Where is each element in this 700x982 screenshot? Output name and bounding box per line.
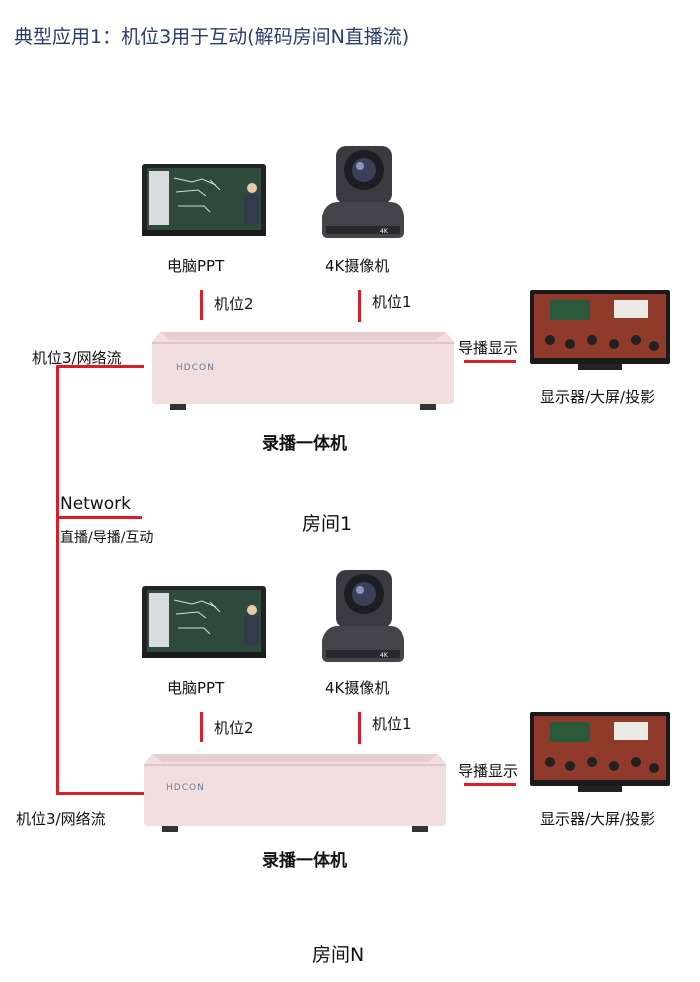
camera-label: 4K摄像机 [325, 257, 390, 275]
output-connector [464, 360, 516, 363]
camera-brand: 4K [380, 652, 389, 659]
recorder-label: 录播一体机 [262, 434, 347, 454]
output-label: 导播显示 [458, 339, 519, 357]
pos2-label: 机位2 [214, 719, 254, 737]
recorder-device-icon [144, 754, 446, 832]
network-line [56, 366, 59, 794]
display-monitor-icon [530, 290, 670, 370]
pc-label: 电脑PPT [167, 257, 225, 275]
network-branch-middle [56, 516, 142, 519]
network-sublabel: 直播/导播/互动 [60, 530, 154, 546]
network-label: Network [60, 494, 131, 514]
pos3-label: 机位3/网络流 [32, 349, 122, 367]
pos1-connector [358, 290, 361, 322]
room-name: 房间N [312, 944, 365, 966]
pos2-connector [200, 712, 203, 742]
network-branch-top [56, 365, 144, 368]
recorder-label: 录播一体机 [262, 851, 347, 871]
camera-label: 4K摄像机 [325, 679, 390, 697]
pos1-connector [358, 712, 361, 744]
display-label: 显示器/大屏/投影 [540, 388, 656, 406]
pc-label: 电脑PPT [167, 679, 225, 697]
pos2-label: 机位2 [214, 295, 254, 313]
output-connector [464, 783, 516, 786]
pc-screen-icon [142, 164, 266, 236]
room-name: 房间1 [302, 513, 353, 535]
ptz-camera-icon: 4K [322, 570, 404, 662]
recorder-brand: HDCON [176, 363, 215, 373]
pos1-label: 机位1 [372, 293, 412, 311]
network-branch-bottom [56, 792, 146, 795]
pos1-label: 机位1 [372, 715, 412, 733]
display-monitor-icon [530, 712, 670, 792]
page-title: 典型应用1：机位3用于互动(解码房间N直播流) [14, 26, 410, 48]
recorder-device-icon [152, 332, 454, 410]
pc-screen-icon [142, 586, 266, 658]
display-label: 显示器/大屏/投影 [540, 810, 656, 828]
pos2-connector [200, 290, 203, 320]
pos3-label: 机位3/网络流 [16, 810, 106, 828]
output-label: 导播显示 [458, 762, 519, 780]
ptz-camera-icon: 4K [322, 146, 404, 238]
camera-brand: 4K [380, 228, 389, 235]
recorder-brand: HDCON [166, 783, 205, 793]
